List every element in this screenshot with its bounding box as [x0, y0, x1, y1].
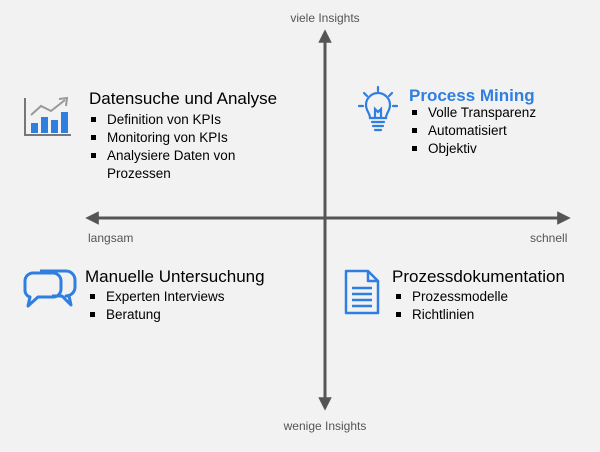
list-item: Beratung — [86, 306, 286, 324]
list-item: Analysiere Daten von Prozessen — [87, 147, 287, 183]
axis-label-bottom: wenige Insights — [283, 419, 367, 433]
list-item: Volle Transparenz — [408, 104, 588, 122]
quadrant-title: Datensuche und Analyse — [89, 89, 278, 108]
list-item: Richtlinien — [392, 306, 582, 324]
list-item: Experten Interviews — [86, 288, 286, 306]
chat-bubbles-icon — [23, 269, 77, 308]
list-item: Objektiv — [408, 140, 588, 158]
lightbulb-icon — [358, 85, 398, 132]
bullet-list: Volle Transparenz Automatisiert Objektiv — [408, 104, 588, 158]
list-item: Prozessmodelle — [392, 288, 582, 306]
axis-label-left: langsam — [88, 231, 134, 245]
list-item: Automatisiert — [408, 122, 588, 140]
quadrant-title: Manuelle Untersuchung — [85, 267, 265, 286]
list-item: Definition von KPIs — [87, 111, 287, 129]
bullet-list: Experten Interviews Beratung — [86, 288, 286, 324]
quadrant-title: Process Mining — [409, 86, 535, 105]
bar-chart-trend-icon — [24, 96, 71, 136]
list-item: Monitoring von KPIs — [87, 129, 287, 147]
bullet-list: Definition von KPIs Monitoring von KPIs … — [87, 111, 287, 183]
axis-label-right: schnell — [530, 231, 568, 245]
bullet-list: Prozessmodelle Richtlinien — [392, 288, 582, 324]
axis-label-top: viele Insights — [290, 11, 360, 25]
document-icon — [344, 269, 380, 315]
quadrant-title: Prozessdokumentation — [392, 267, 565, 286]
